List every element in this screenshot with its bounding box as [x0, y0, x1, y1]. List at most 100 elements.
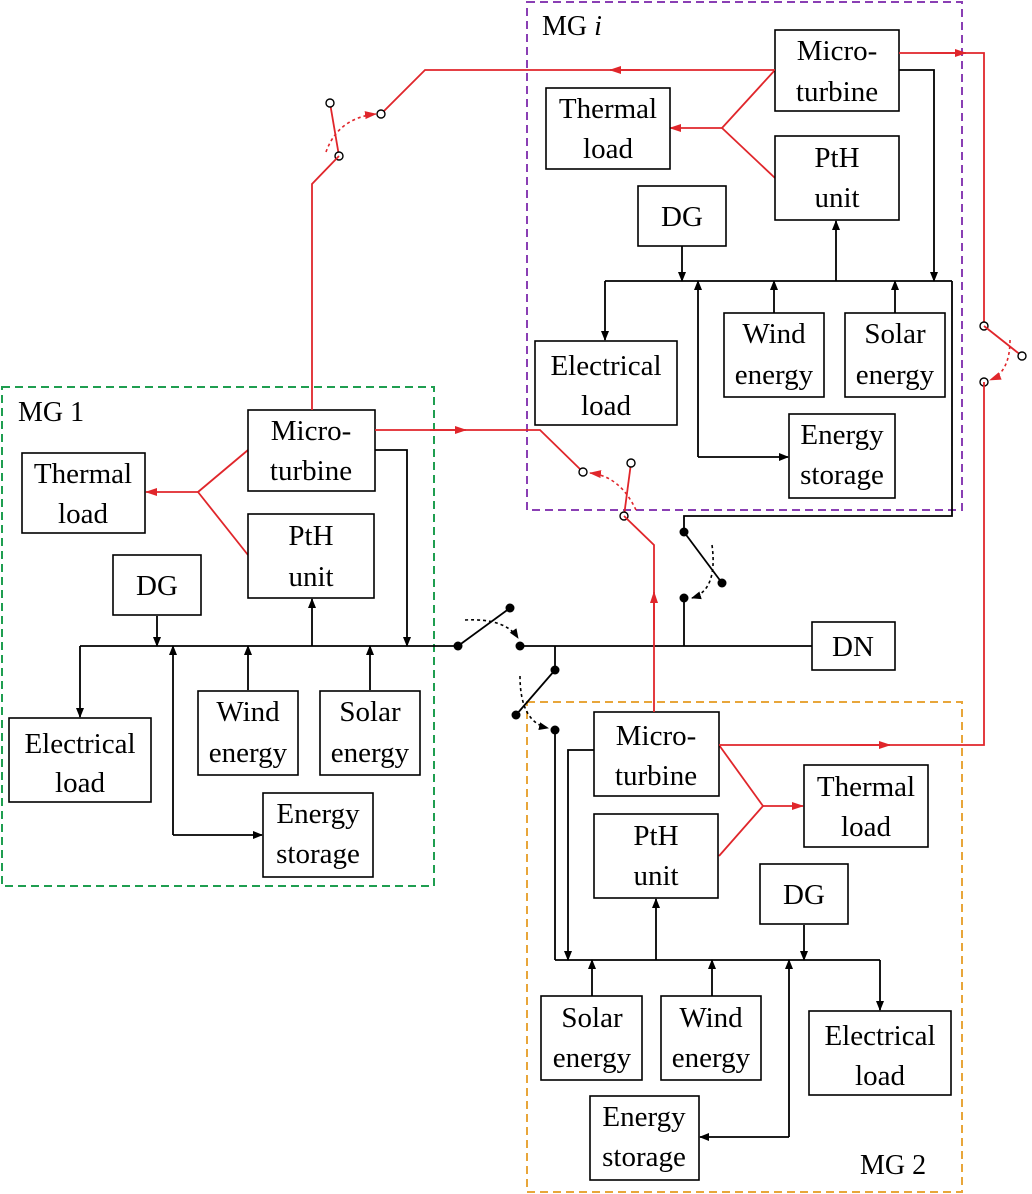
switch-dn-mg2[interactable]	[511, 665, 560, 735]
mg1-pth-unit-label-2: unit	[288, 561, 333, 593]
mg2-energy-storage-label-2: storage	[602, 1141, 686, 1173]
mg1-pth-unit-box	[247, 513, 375, 599]
mg1-electrical-load-label-1: Electrical	[24, 728, 135, 760]
mg1-thermal-load-label-1: Thermal	[34, 458, 132, 490]
mg1-energy-storage-box	[262, 792, 374, 878]
mg2-pth-unit-label-1: PtH	[633, 820, 678, 852]
mgi-line-bus-out	[683, 281, 953, 532]
mgi-electrical-load-label-1: Electrical	[550, 350, 661, 382]
mg2-electrical-load-label-1: Electrical	[824, 1020, 935, 1052]
thermal-switch-right[interactable]	[979, 321, 1027, 387]
mg1-pth-unit-label-1: PtH	[288, 520, 333, 552]
mg2-solar-energy-label-2: energy	[553, 1042, 632, 1074]
thermal-link-mgi-mg1	[380, 69, 775, 115]
mgi-border	[526, 1, 963, 511]
mgi-thermal-line-pth	[721, 127, 776, 179]
dn-label: DN	[832, 631, 874, 663]
mg2-microturbine-label-1: Micro-	[616, 720, 697, 752]
mgi-wind-energy-label-1: Wind	[742, 318, 806, 350]
mg2-thermal-line-mt	[718, 744, 764, 807]
mgi-thermal-load-label-1: Thermal	[559, 93, 657, 125]
mg2-pth-unit-box	[593, 813, 719, 899]
mgi-microturbine-label-2: turbine	[796, 76, 878, 108]
mgi-solar-energy-label-2: energy	[856, 359, 935, 391]
mg1-border	[1, 386, 435, 887]
mg1-energy-storage-label-2: storage	[276, 838, 360, 870]
mg1-microturbine-label-2: turbine	[270, 455, 352, 487]
mg1-dg-label: DG	[136, 570, 178, 602]
mg2-microturbine-label-2: turbine	[615, 760, 697, 792]
mg2-title: MG 2	[860, 1150, 926, 1181]
mgi-energy-storage-box	[788, 413, 896, 499]
switch-mg1-dn[interactable]	[453, 603, 525, 651]
mg1-solar-energy-box	[319, 690, 421, 776]
mgi-microturbine-box	[774, 29, 900, 112]
mg2-wind-energy-label-2: energy	[672, 1042, 751, 1074]
mgi-pth-unit-box	[774, 135, 900, 221]
mg2-energy-storage-label-1: Energy	[602, 1101, 686, 1133]
mg2-thermal-load-label-2: load	[841, 811, 891, 843]
thermal-link-mg2-right	[719, 382, 985, 746]
mg1-title: MG 1	[18, 397, 84, 428]
mgi-thermal-load-box	[545, 87, 671, 170]
dn-box	[811, 621, 896, 671]
mg2-thermal-load-box	[803, 764, 929, 848]
thermal-link-mg1-mt-up	[311, 155, 340, 410]
mgi-energy-storage-label-1: Energy	[800, 419, 884, 451]
mgi-wind-energy-box	[723, 312, 825, 398]
mg2-solar-energy-box	[540, 995, 643, 1081]
mg2-line-mt-bus	[564, 749, 594, 961]
mgi-dg-label: DG	[661, 201, 703, 233]
mg1-dg-box	[112, 554, 202, 616]
mg2-electrical-load-box	[808, 1010, 952, 1096]
distribution-network-group: DN	[311, 49, 1027, 749]
mgi-pth-unit-label-1: PtH	[814, 142, 859, 174]
mg1-thermal-line-pth	[197, 491, 249, 556]
mgi-pth-unit-label-2: unit	[814, 182, 859, 214]
mgi-microturbine-label-1: Micro-	[797, 35, 878, 67]
mgi-title: MG i	[542, 11, 602, 42]
mg2-dg-label: DG	[783, 879, 825, 911]
mg2-pth-unit-label-2: unit	[633, 860, 678, 892]
mgi-electrical-load-box	[534, 340, 678, 426]
mg1-solar-energy-label-2: energy	[331, 737, 410, 769]
mg2-border	[526, 701, 963, 1193]
mgi-solar-energy-box	[844, 312, 946, 398]
mgi-thermal-line-mt	[721, 69, 776, 129]
mg1-thermal-load-box	[21, 452, 146, 534]
mg2-wind-energy-box	[660, 995, 762, 1081]
switch-mgi-dn[interactable]	[679, 527, 727, 603]
mg1-energy-storage-label-1: Energy	[276, 798, 360, 830]
mg2-solar-energy-label-1: Solar	[561, 1002, 623, 1034]
mgi-dg-box	[637, 185, 727, 247]
mg2-dg-box	[759, 863, 849, 925]
mg1-wind-energy-box	[197, 690, 299, 776]
mg2-energy-storage-box	[589, 1095, 700, 1181]
mgi-line-mt-bus	[899, 69, 938, 282]
mg1-line-mt-bus	[375, 449, 411, 647]
mgi-thermal-load-label-2: load	[583, 133, 633, 165]
mg1-microturbine-label-1: Micro-	[271, 415, 352, 447]
mg1-thermal-load-label-2: load	[58, 498, 108, 530]
mg2-thermal-line-pth	[718, 805, 764, 857]
mgi-wind-energy-label-2: energy	[735, 359, 814, 391]
mg1-wind-energy-label-2: energy	[209, 737, 288, 769]
mgi-solar-energy-label-1: Solar	[864, 318, 926, 350]
mg2-microturbine-box	[593, 711, 720, 797]
mg1-group: MG 1 Thermal load Micro- turbine PtH uni…	[1, 386, 458, 887]
mg2-electrical-load-label-2: load	[855, 1060, 905, 1092]
mgi-energy-storage-label-2: storage	[800, 459, 884, 491]
mg1-solar-energy-label-1: Solar	[339, 696, 401, 728]
mg1-wind-energy-label-1: Wind	[216, 696, 280, 728]
thermal-link-mg2-mt	[623, 515, 655, 712]
mgi-electrical-load-label-2: load	[581, 390, 631, 422]
mgi-group: MG i Micro- turbine Thermal load PtH uni…	[526, 1, 963, 532]
mg1-electrical-load-label-2: load	[55, 767, 105, 799]
thermal-switch-top[interactable]	[325, 98, 386, 161]
mg2-wind-energy-label-1: Wind	[679, 1002, 743, 1034]
mg1-microturbine-box	[247, 409, 376, 492]
mg1-electrical-load-box	[8, 717, 152, 803]
thermal-switch-mid[interactable]	[578, 458, 637, 521]
thermal-link-mgi-right	[899, 52, 985, 326]
